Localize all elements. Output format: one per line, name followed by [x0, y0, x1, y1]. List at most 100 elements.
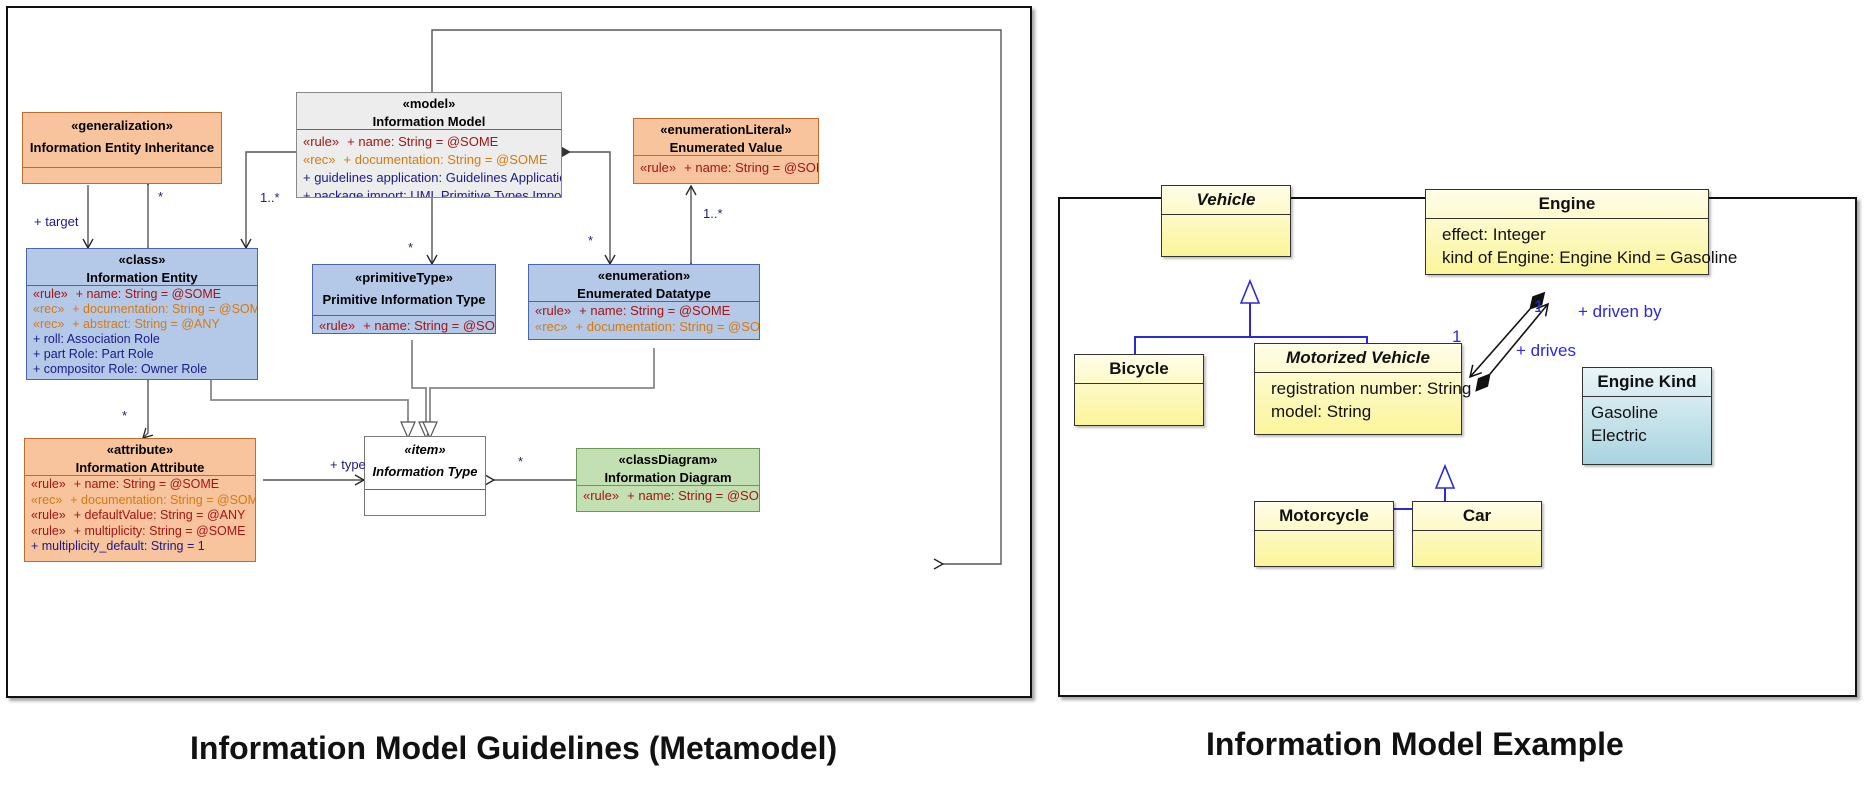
attribute-text: + part Role: Part Role	[33, 347, 154, 361]
car-class[interactable]: Car	[1412, 501, 1542, 567]
information-entity-box[interactable]: «class» Information Entity «rule» + name:…	[26, 248, 258, 380]
model-stereotype: «model»	[402, 96, 456, 111]
attribute-text: + name: String = @SOME	[627, 488, 759, 503]
attribute-text: + name: String = @SOME	[684, 160, 818, 175]
attribute-text: + abstract: String = @ANY	[72, 317, 220, 331]
attribute-row: «rec» + documentation: String = @SOME	[303, 151, 555, 169]
attribute-text: + name: String = @SOME	[73, 477, 220, 491]
attribute-row: + multiplicity_default: String = 1	[31, 539, 249, 555]
attribute-text: + documentation: String = @SOME	[72, 302, 258, 316]
attribute-row: «rule»+ name: String = @SOME	[319, 317, 495, 333]
generalization-name: Information Entity Inheritance	[29, 140, 215, 155]
vehicle-multiplicity-label: 1	[1452, 327, 1462, 346]
attribute-row: «rule» + name: String = @SOME	[583, 487, 759, 505]
class-attribute-row: kind of Engine: Engine Kind = Gasoline	[1442, 248, 1738, 267]
attribute-stereotype: «rule»	[31, 523, 66, 538]
enumeration-stereotype: «enumeration»	[597, 268, 691, 283]
motorcycle-name: Motorcycle	[1255, 502, 1393, 531]
primitive-multiplicity-label: *	[408, 240, 414, 255]
attribute-stereotype: «rec»	[303, 152, 336, 167]
target-role-label: + target	[34, 214, 79, 229]
vehicle-class[interactable]: Vehicle	[1161, 185, 1291, 257]
class-attribute-row: Electric	[1591, 426, 1647, 445]
enum-multiplicity-label: *	[588, 233, 594, 248]
attribute-row: + roll: Association Role	[33, 332, 251, 347]
motorcycle-class[interactable]: Motorcycle	[1254, 501, 1394, 567]
attribute-text: + guidelines application: Guidelines App…	[303, 170, 562, 185]
attribute-stereotype: «rule»	[31, 477, 66, 491]
enum-literal-name: Enumerated Value	[669, 140, 783, 155]
attribute-text: + multiplicity_default: String = 1	[31, 539, 205, 553]
attribute-row: «rec»+ documentation: String = @SOME	[31, 493, 255, 509]
driven-by-role-label: + driven by	[1578, 302, 1662, 321]
generalization-box[interactable]: «generalization» Information Entity Inhe…	[22, 112, 222, 184]
entity-to-attr-line	[143, 380, 148, 438]
attribute-row: «rec»+ documentation: String = @SOME	[535, 319, 759, 335]
attribute-stereotype: «rule»	[583, 488, 620, 503]
car-name: Car	[1413, 502, 1541, 531]
primitive-generalization-line	[411, 340, 434, 440]
attribute-stereotype: «rec»	[535, 319, 568, 334]
attribute-stereotype: «rule»	[31, 508, 66, 522]
attribute-row: + guidelines application: Guidelines App…	[303, 169, 561, 187]
information-model-box[interactable]: «model» Information Model «rule» + name: …	[296, 92, 562, 198]
example-caption: Information Model Example	[1206, 726, 1624, 762]
enumerated-datatype-box[interactable]: «enumeration» Enumerated Datatype «rule»…	[528, 264, 760, 340]
gen-multiplicity-label: *	[158, 189, 164, 204]
attribute-row: «rule» + name: String = @SOME	[303, 133, 555, 151]
attribute-row: «rule»+ name: String = @SOME	[535, 303, 753, 319]
attribute-attributes: «rule» + name: String = @SOME «rec»+ docum…	[25, 476, 255, 555]
entity-name: Information Entity	[86, 270, 198, 285]
attribute-row: «rule» + multiplicity: String = @SOME	[31, 524, 249, 540]
enumerated-value-box[interactable]: «enumerationLiteral» Enumerated Value «r…	[633, 118, 819, 184]
primitive-name: Primitive Information Type	[322, 292, 486, 307]
bicycle-class[interactable]: Bicycle	[1074, 354, 1204, 426]
primitive-attributes: «rule»+ name: String = @SOME	[313, 316, 495, 333]
primitive-type-box[interactable]: «primitiveType» Primitive Information Ty…	[312, 264, 496, 334]
attribute-stereotype: «rule»	[640, 160, 677, 175]
enumeration-attributes: «rule»+ name: String = @SOME«rec»+ docum…	[529, 302, 759, 335]
attribute-stereotype: «rule»	[303, 134, 340, 149]
information-diagram-box[interactable]: «classDiagram» Information Diagram «rule…	[576, 448, 760, 512]
engine-name: Engine	[1426, 190, 1708, 219]
class-attribute-row: model: String	[1271, 402, 1372, 421]
enum-generalization-line	[422, 348, 655, 440]
attribute-name: Information Attribute	[75, 460, 205, 475]
motorized-vehicle-class[interactable]: Motorized Vehicle registration number: S…	[1254, 343, 1471, 435]
entity-multiplicity-label: 1..*	[260, 190, 280, 205]
attribute-text: + multiplicity: String = @SOME	[73, 523, 246, 538]
attribute-text: + defaultValue: String = @ANY	[73, 508, 246, 522]
entity-stereotype: «class»	[118, 252, 166, 267]
attribute-text: + name: String = @SOME	[347, 134, 499, 149]
enum-literal-attributes: «rule» + name: String = @SOME	[634, 156, 818, 177]
attr-multiplicity-label: *	[122, 408, 128, 423]
item-stereotype: «item»	[404, 442, 446, 457]
drives-role-label: + drives	[1516, 341, 1576, 360]
attribute-text: + documentation: String = @SOME	[343, 152, 548, 167]
enumeration-name: Enumerated Datatype	[577, 286, 711, 301]
engine-multiplicity-label: 1	[1534, 297, 1544, 316]
model-name: Information Model	[372, 114, 486, 129]
information-attribute-box[interactable]: «attribute» Information Attribute «rule»…	[24, 438, 256, 562]
attribute-row: «rec»+ documentation: String = @SOME	[33, 302, 257, 317]
attribute-stereotype: «rule»	[535, 303, 572, 318]
type-role-label: + type	[330, 457, 366, 472]
information-type-box[interactable]: «item» Information Type	[364, 436, 486, 516]
attribute-text: + name: String = @SOME	[75, 287, 222, 301]
model-attributes: «rule» + name: String = @SOME «rec» + docum…	[297, 130, 562, 198]
attribute-text: + package import: UML Primitive Types Im…	[303, 188, 562, 198]
attribute-stereotype: «rule»	[33, 287, 68, 301]
attribute-row: «rule» + name: String = @SOME	[33, 287, 251, 302]
engine-kind-name: Engine Kind	[1583, 368, 1711, 397]
attribute-text: + roll: Association Role	[33, 332, 160, 346]
diagram-multiplicity-label: *	[518, 454, 524, 469]
entity-attributes: «rule» + name: String = @SOME«rec»+ docum…	[27, 286, 257, 377]
motorized-name: Motorized Vehicle	[1255, 344, 1461, 373]
metamodel-caption: Information Model Guidelines (Metamodel)	[190, 730, 838, 766]
bicycle-name: Bicycle	[1075, 355, 1203, 384]
